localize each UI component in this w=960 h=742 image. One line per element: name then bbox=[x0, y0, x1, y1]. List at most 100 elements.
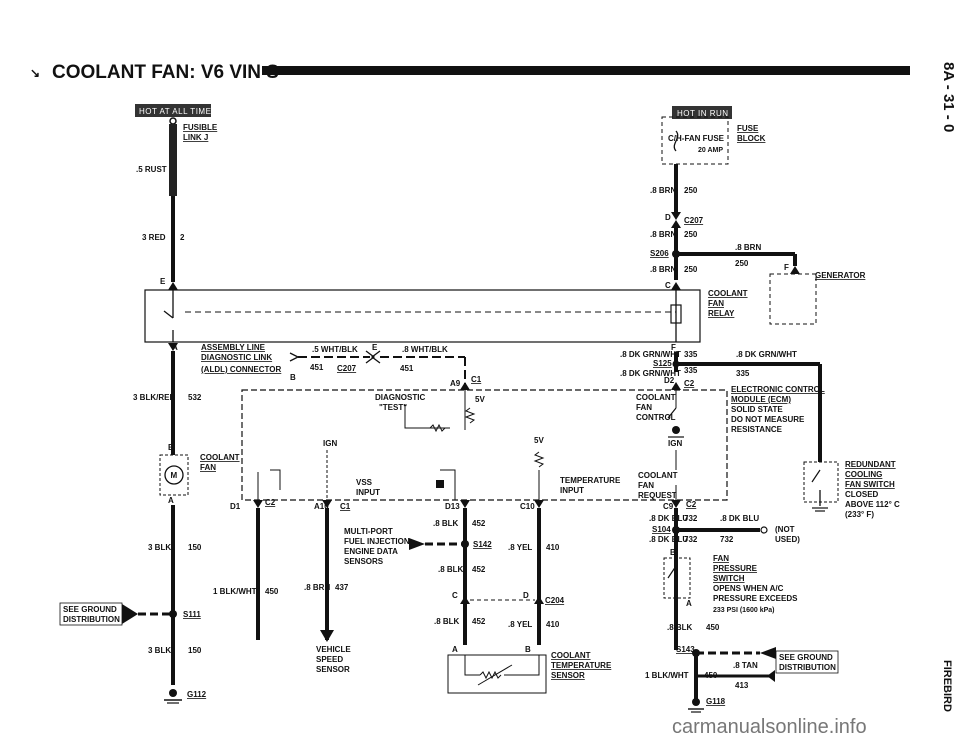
svg-text:3 BLK: 3 BLK bbox=[148, 646, 171, 655]
svg-text:COOLANT: COOLANT bbox=[636, 393, 676, 402]
svg-text:B: B bbox=[168, 443, 174, 452]
svg-text:TEMPERATURE: TEMPERATURE bbox=[560, 476, 621, 485]
svg-text:"TEST": "TEST" bbox=[379, 403, 407, 412]
svg-text:.8 BRN: .8 BRN bbox=[650, 230, 676, 239]
svg-text:ENGINE DATA: ENGINE DATA bbox=[344, 547, 398, 556]
watermark: carmanualsonline.info bbox=[672, 716, 867, 738]
svg-text:FUSE: FUSE bbox=[737, 124, 759, 133]
svg-text:3 RED: 3 RED bbox=[142, 233, 166, 242]
coolant-fan-relay: COOLANT FAN RELAY F bbox=[144, 289, 748, 352]
svg-text:D: D bbox=[665, 213, 671, 222]
svg-text:IGN: IGN bbox=[668, 439, 682, 448]
svg-text:B: B bbox=[670, 548, 676, 557]
svg-text:452: 452 bbox=[472, 519, 486, 528]
svg-text:.8 DK BLU: .8 DK BLU bbox=[649, 535, 688, 544]
svg-text:250: 250 bbox=[684, 186, 698, 195]
svg-text:.8 DK BLU: .8 DK BLU bbox=[720, 514, 759, 523]
svg-text:DISTRIBUTION: DISTRIBUTION bbox=[779, 663, 836, 672]
svg-text:.8 BLK: .8 BLK bbox=[434, 617, 460, 626]
splice-icon bbox=[169, 610, 177, 618]
ground-icon bbox=[169, 689, 177, 697]
svg-text:A10: A10 bbox=[314, 502, 329, 511]
switch-icon bbox=[667, 565, 677, 579]
terminal-icon bbox=[169, 117, 177, 125]
svg-text:IGN: IGN bbox=[323, 439, 337, 448]
relay-switch-icon bbox=[163, 310, 174, 319]
svg-text:C: C bbox=[665, 281, 671, 290]
svg-text:452: 452 bbox=[472, 617, 486, 626]
svg-text:C2: C2 bbox=[686, 500, 697, 509]
svg-text:INPUT: INPUT bbox=[356, 488, 380, 497]
svg-text:DISTRIBUTION: DISTRIBUTION bbox=[63, 615, 120, 624]
svg-text:452: 452 bbox=[472, 565, 486, 574]
aldl-connector: ASSEMBLY LINE DIAGNOSTIC LINK (ALDL) CON… bbox=[201, 343, 466, 385]
svg-text:C2: C2 bbox=[265, 498, 276, 507]
svg-text:3 BLK: 3 BLK bbox=[148, 543, 171, 552]
svg-text:S104: S104 bbox=[652, 525, 671, 534]
svg-text:C207: C207 bbox=[684, 216, 704, 225]
svg-text:DIAGNOSTIC: DIAGNOSTIC bbox=[375, 393, 425, 402]
svg-text:150: 150 bbox=[188, 543, 202, 552]
svg-text:451: 451 bbox=[400, 364, 414, 373]
svg-text:5V: 5V bbox=[475, 395, 485, 404]
svg-text:C1: C1 bbox=[340, 502, 351, 511]
generator-box bbox=[769, 273, 817, 325]
see-ground-box bbox=[775, 650, 839, 674]
svg-text:DIAGNOSTIC LINK: DIAGNOSTIC LINK bbox=[201, 353, 272, 362]
svg-text:732: 732 bbox=[684, 535, 698, 544]
svg-text:.8 BRN: .8 BRN bbox=[735, 243, 761, 252]
svg-text:(233° F): (233° F) bbox=[845, 510, 874, 519]
svg-text:PRESSURE EXCEEDS: PRESSURE EXCEEDS bbox=[713, 594, 798, 603]
hot-at-all-times-tag: HOT AT ALL TIMES bbox=[135, 104, 217, 117]
svg-text:D: D bbox=[523, 591, 529, 600]
svg-text:INPUT: INPUT bbox=[560, 486, 584, 495]
svg-text:C: C bbox=[452, 591, 458, 600]
svg-text:C207: C207 bbox=[337, 364, 357, 373]
svg-text:.8 DK GRN/WHT: .8 DK GRN/WHT bbox=[620, 350, 681, 359]
svg-text:.5 WHT/BLK: .5 WHT/BLK bbox=[312, 345, 358, 354]
arrow-right-icon bbox=[409, 538, 425, 550]
svg-text:FAN: FAN bbox=[638, 481, 654, 490]
svg-text:MULTI-PORT: MULTI-PORT bbox=[344, 527, 393, 536]
relay-coil-icon bbox=[670, 304, 682, 324]
svg-text:250: 250 bbox=[684, 230, 698, 239]
svg-text:REDUNDANT: REDUNDANT bbox=[845, 460, 896, 469]
svg-text:2: 2 bbox=[180, 233, 185, 242]
svg-text:437: 437 bbox=[335, 583, 349, 592]
svg-text:FUSIBLE: FUSIBLE bbox=[183, 123, 218, 132]
svg-text:.8 DK BLU: .8 DK BLU bbox=[649, 514, 688, 523]
page-number: 8A - 31 - 0 bbox=[940, 62, 957, 132]
left-circuit: FUSIBLE LINK J .5 RUST 3 RED 2 E A 3 BLK… bbox=[59, 117, 240, 704]
svg-text:.8 WHT/BLK: .8 WHT/BLK bbox=[402, 345, 448, 354]
svg-text:(ALDL) CONNECTOR: (ALDL) CONNECTOR bbox=[201, 365, 282, 374]
svg-text:D1: D1 bbox=[230, 502, 241, 511]
svg-text:S111: S111 bbox=[183, 610, 201, 619]
svg-text:335: 335 bbox=[684, 350, 698, 359]
svg-text:450: 450 bbox=[706, 623, 720, 632]
svg-text:GENERATOR: GENERATOR bbox=[815, 271, 866, 280]
svg-text:410: 410 bbox=[546, 543, 560, 552]
svg-text:LINK J: LINK J bbox=[183, 133, 208, 142]
svg-text:A: A bbox=[686, 599, 692, 608]
svg-text:250: 250 bbox=[684, 265, 698, 274]
motor-icon bbox=[164, 465, 184, 485]
svg-text:COOLING: COOLING bbox=[845, 470, 882, 479]
svg-text:G112: G112 bbox=[187, 690, 207, 699]
ground-icon bbox=[692, 698, 700, 706]
ecm-feed-circuit: .8 DK GRN/WHT 335 S125 .8 DK GRN/WHT 335… bbox=[620, 350, 822, 462]
svg-text:413: 413 bbox=[735, 681, 749, 690]
resistor-icon bbox=[464, 407, 476, 424]
svg-text:G118: G118 bbox=[706, 697, 726, 706]
svg-text:TEMPERATURE: TEMPERATURE bbox=[551, 661, 612, 670]
svg-text:CLOSED: CLOSED bbox=[845, 490, 879, 499]
svg-text:S143: S143 bbox=[676, 645, 695, 654]
svg-text:CONTROL: CONTROL bbox=[636, 413, 676, 422]
svg-text:HOT IN RUN: HOT IN RUN bbox=[677, 109, 729, 118]
pressure-switch-box bbox=[663, 557, 691, 599]
svg-text:335: 335 bbox=[684, 366, 698, 375]
svg-text:C1: C1 bbox=[471, 375, 482, 384]
svg-text:E: E bbox=[160, 277, 166, 286]
svg-text:B: B bbox=[525, 645, 531, 654]
svg-text:ASSEMBLY LINE: ASSEMBLY LINE bbox=[201, 343, 266, 352]
svg-text:F: F bbox=[784, 263, 789, 272]
